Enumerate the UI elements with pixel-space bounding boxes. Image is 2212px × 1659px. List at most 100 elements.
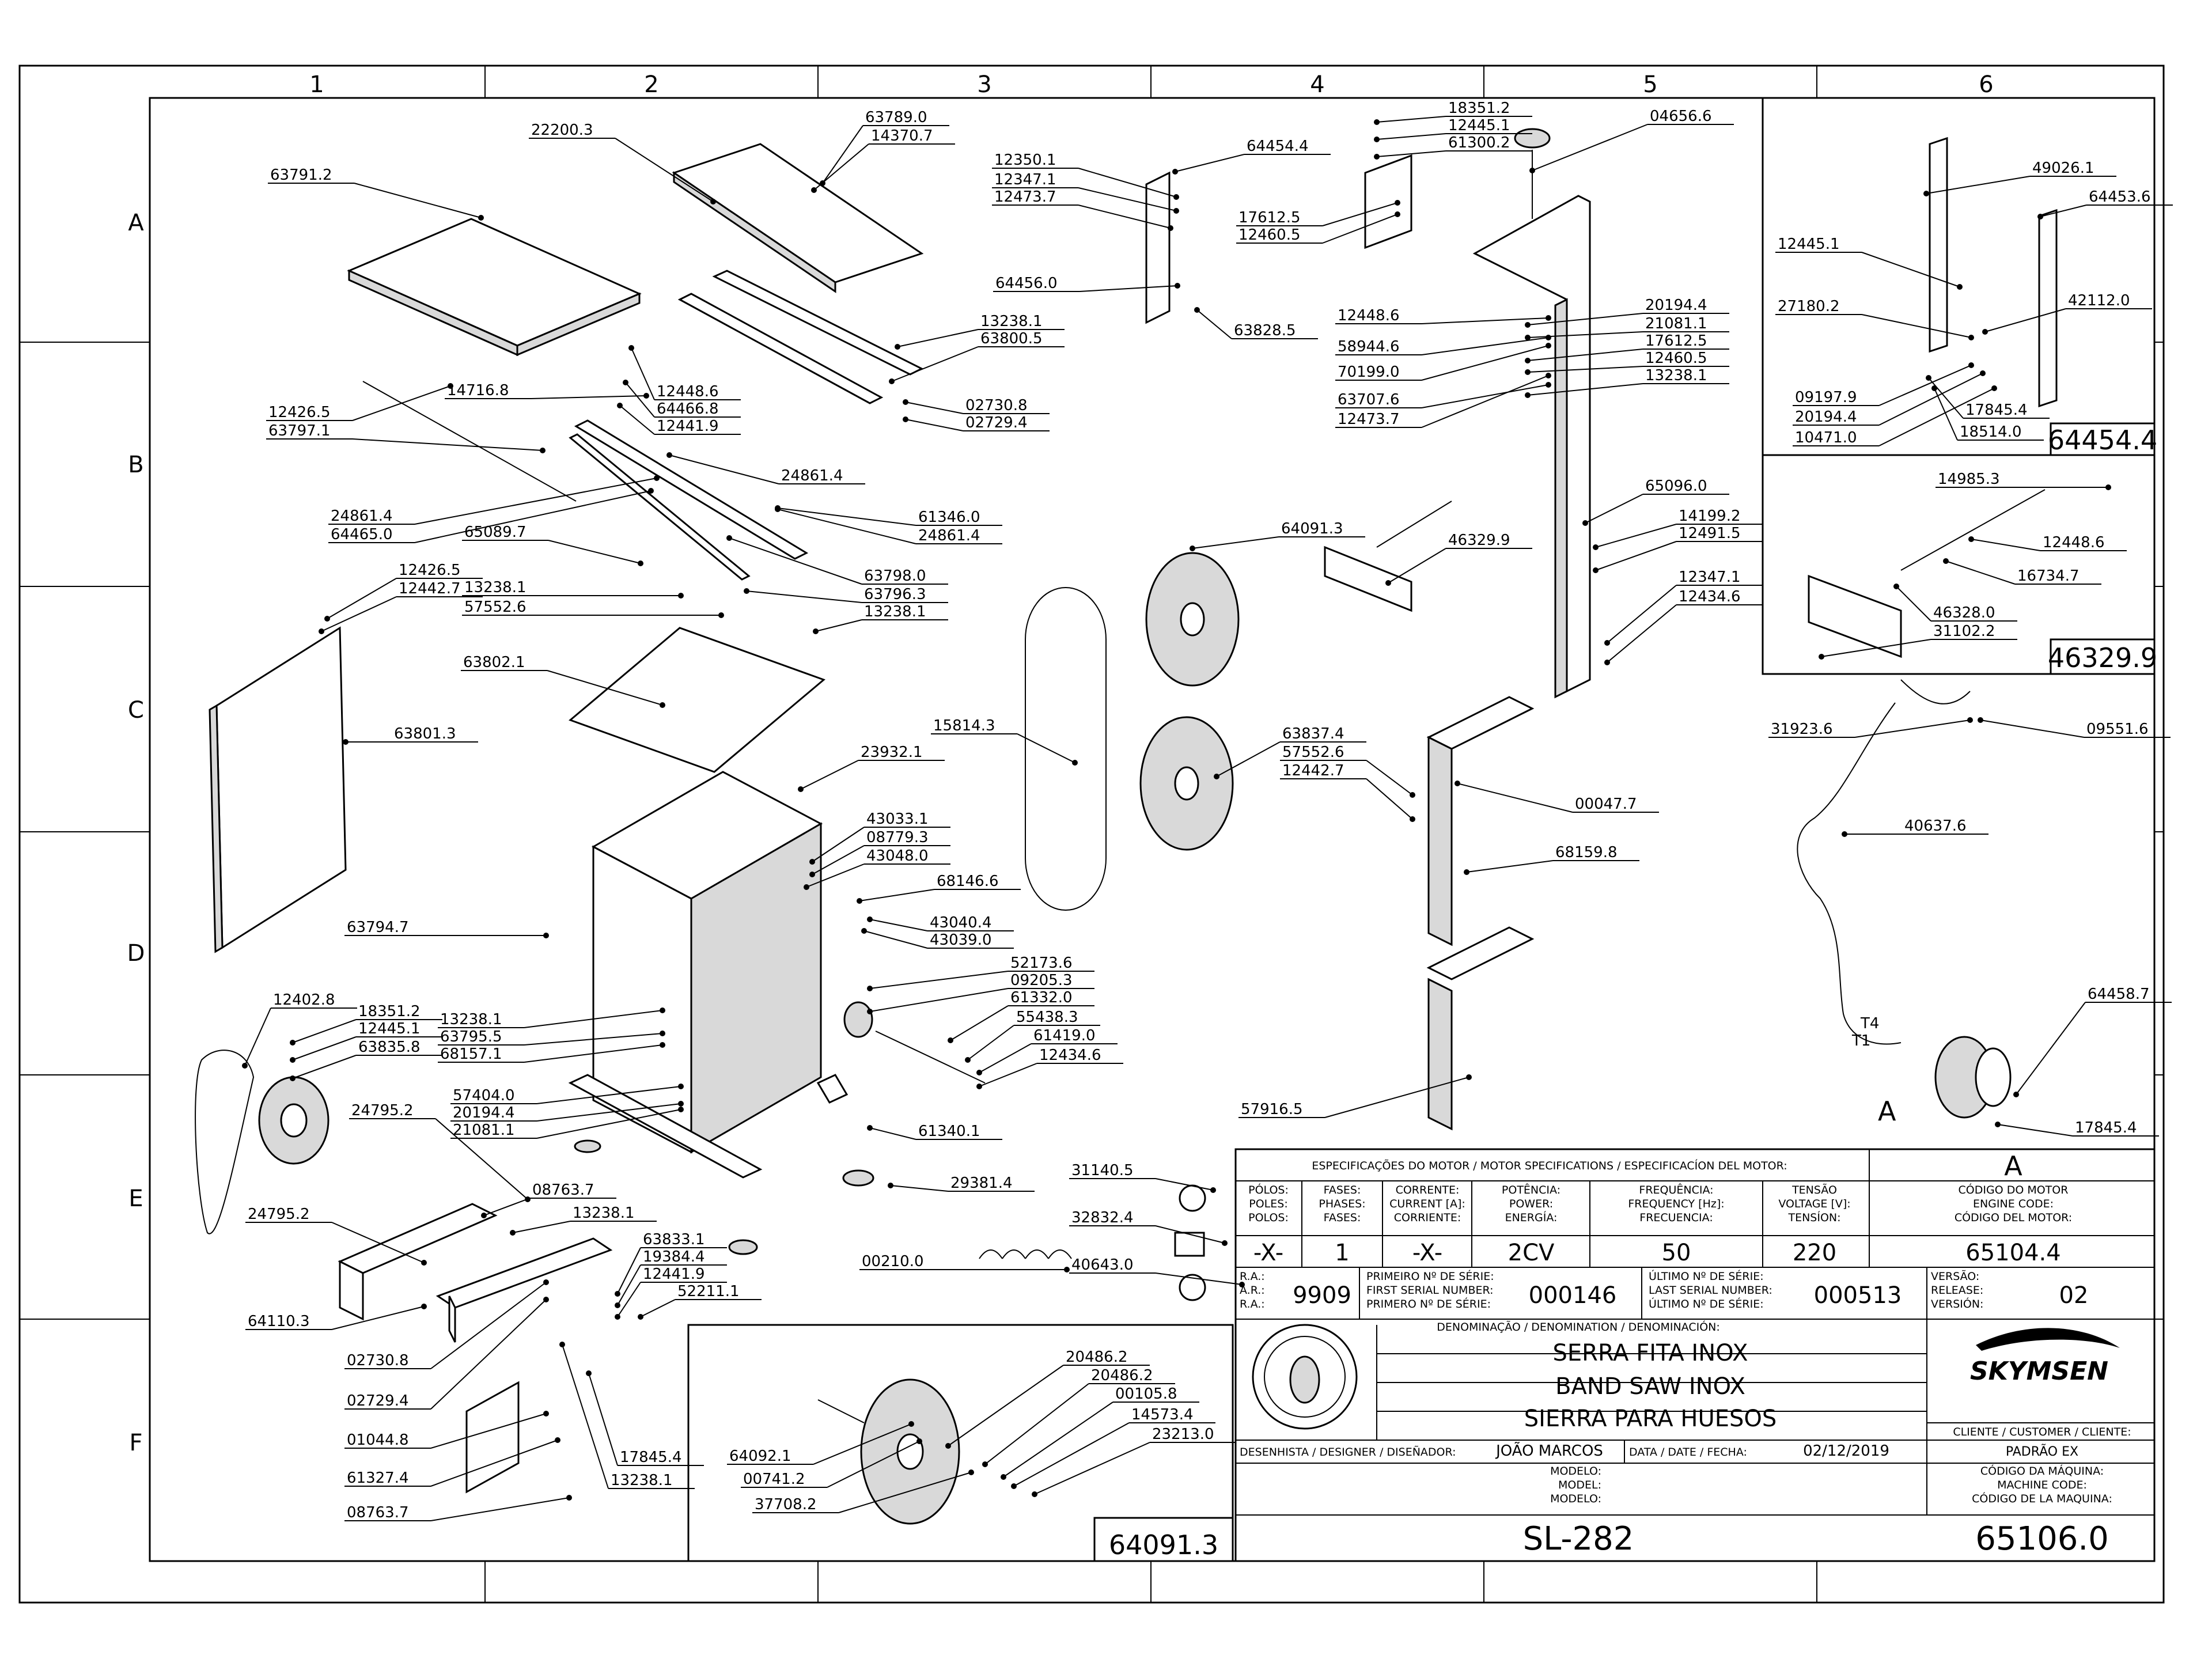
column-part: [1472, 195, 1591, 693]
part-leader-dot: [1604, 660, 1610, 665]
part-leader-dot: [976, 1070, 982, 1075]
machine-code-label: CÓDIGO DE LA MAQUINA:: [1972, 1491, 2112, 1505]
part-leader-dot: [965, 1057, 971, 1063]
part-number-label: 12473.7: [1338, 411, 1400, 428]
part-leader-dot: [916, 1438, 922, 1444]
part-leader-line: [1366, 760, 1413, 796]
part-leader-dot: [1072, 760, 1078, 766]
part-number-label: 12426.5: [268, 404, 331, 421]
part-leader-line: [414, 490, 652, 543]
part-leader-dot: [895, 344, 900, 350]
part-number-label: 64466.8: [657, 400, 719, 418]
part-leader-dot: [290, 1057, 296, 1063]
part-number-label: 61332.0: [1010, 989, 1073, 1006]
part-leader-dot: [1239, 1282, 1245, 1287]
part-leader-dot: [421, 1260, 427, 1266]
part-leader-line: [729, 537, 862, 585]
grid-col-label: 5: [1643, 71, 1657, 98]
part-number-label: 20194.4: [1795, 408, 1857, 426]
part-leader-line: [619, 405, 655, 435]
part-leader-dot: [1604, 640, 1610, 646]
part-leader-line: [813, 143, 869, 191]
spec-col-label: POWER:: [1509, 1198, 1553, 1210]
blade-guide-part: [1145, 171, 1171, 324]
part-number-label: 63833.1: [643, 1231, 705, 1248]
part-leader-line: [1821, 639, 1931, 657]
machine-code-label: MACHINE CODE:: [1997, 1479, 2087, 1491]
part-leader-dot: [1001, 1474, 1006, 1480]
part-number-label: 20486.2: [1066, 1349, 1128, 1366]
part-number-label: 00741.2: [743, 1471, 805, 1488]
part-leader-dot: [1991, 385, 1997, 391]
part-leader-dot: [1173, 194, 1179, 200]
part-number-label: 42112.0: [2068, 292, 2130, 309]
motor-terminal-label: T4: [1860, 1015, 1879, 1032]
part-number-label: 12347.1: [1679, 569, 1741, 586]
spec-col-label: TENSÃO: [1791, 1183, 1837, 1196]
part-number-label: 14716.8: [447, 382, 509, 399]
pulley-part: [843, 1001, 873, 1038]
grid-col-label: 4: [1310, 71, 1324, 98]
part-leader-line: [1079, 285, 1178, 292]
part-leader-line: [1595, 541, 1677, 571]
part-leader-dot: [1957, 284, 1963, 290]
part-leader-line: [244, 1007, 271, 1066]
part-number-label: 58944.6: [1338, 338, 1400, 355]
ra-label: A.R.:: [1240, 1284, 1265, 1297]
part-number-label: 14985.3: [1938, 471, 2000, 488]
part-leader-line: [891, 346, 979, 382]
spec-col-label: CORRIENTE:: [1394, 1211, 1461, 1224]
part-leader-line: [562, 1344, 609, 1489]
part-number-label: 12448.6: [2043, 534, 2105, 551]
part-leader-dot: [811, 187, 817, 193]
authorized-service-seal: [1252, 1324, 1358, 1430]
part-leader-dot: [1374, 119, 1380, 125]
model-value: SL-282: [1523, 1520, 1634, 1558]
part-number-label: 12347.1: [994, 171, 1056, 188]
part-leader-dot: [1529, 168, 1535, 173]
part-number-label: 18514.0: [1960, 423, 2022, 441]
part-leader-line: [897, 329, 979, 347]
part-leader-dot: [648, 488, 654, 494]
part-leader-line: [430, 1299, 547, 1410]
part-leader-line: [430, 1282, 547, 1369]
part-leader-line: [859, 889, 935, 902]
part-number-label: 61300.2: [1448, 134, 1510, 151]
part-leader-line: [1466, 860, 1554, 873]
part-number-label: 12445.1: [1778, 236, 1840, 253]
part-leader-dot: [903, 399, 908, 405]
part-leader-dot: [1546, 335, 1551, 340]
part-number-label: 12491.5: [1679, 525, 1741, 542]
part-number-label: 63707.6: [1338, 391, 1400, 408]
part-leader-dot: [889, 378, 895, 384]
part-labels: 22200.363789.014370.763791.212350.112347…: [242, 100, 2173, 1521]
part-leader-dot: [1546, 373, 1551, 378]
part-leader-line: [1585, 494, 1643, 524]
part-number-label: 63800.5: [980, 330, 1043, 347]
grid-row-label: D: [127, 940, 145, 967]
part-leader-line: [536, 1086, 681, 1104]
part-leader-line: [827, 1441, 920, 1488]
part-number-label: 40643.0: [1071, 1256, 1134, 1274]
part-number-label: 09197.9: [1795, 389, 1857, 406]
spec-col-label: FREQUENCY [Hz]:: [1628, 1198, 1724, 1210]
part-leader-dot: [1410, 792, 1415, 798]
rail-part: [574, 419, 809, 560]
part-number-label: 17845.4: [1965, 402, 2028, 419]
part-leader-dot: [623, 380, 628, 385]
grid-col-label: 3: [977, 71, 991, 98]
spec-col-label: ENERGÍA:: [1505, 1211, 1558, 1224]
part-number-label: 27180.2: [1778, 298, 1840, 315]
part-leader-dot: [678, 593, 684, 599]
part-leader-line: [1934, 388, 1958, 441]
spec-col-label: VOLTAGE [V]:: [1778, 1198, 1850, 1210]
part-number-label: 37708.2: [755, 1496, 817, 1513]
v-belt-part: [195, 1050, 255, 1234]
part-leader-line: [352, 438, 543, 451]
part-number-label: 61419.0: [1033, 1027, 1096, 1044]
part-number-label: 24861.4: [781, 467, 843, 484]
part-number-label: 12442.7: [399, 580, 461, 597]
part-leader-dot: [1967, 717, 1973, 723]
first-serial-label: FIRST SERIAL NUMBER:: [1366, 1284, 1494, 1297]
part-leader-dot: [1464, 869, 1469, 875]
